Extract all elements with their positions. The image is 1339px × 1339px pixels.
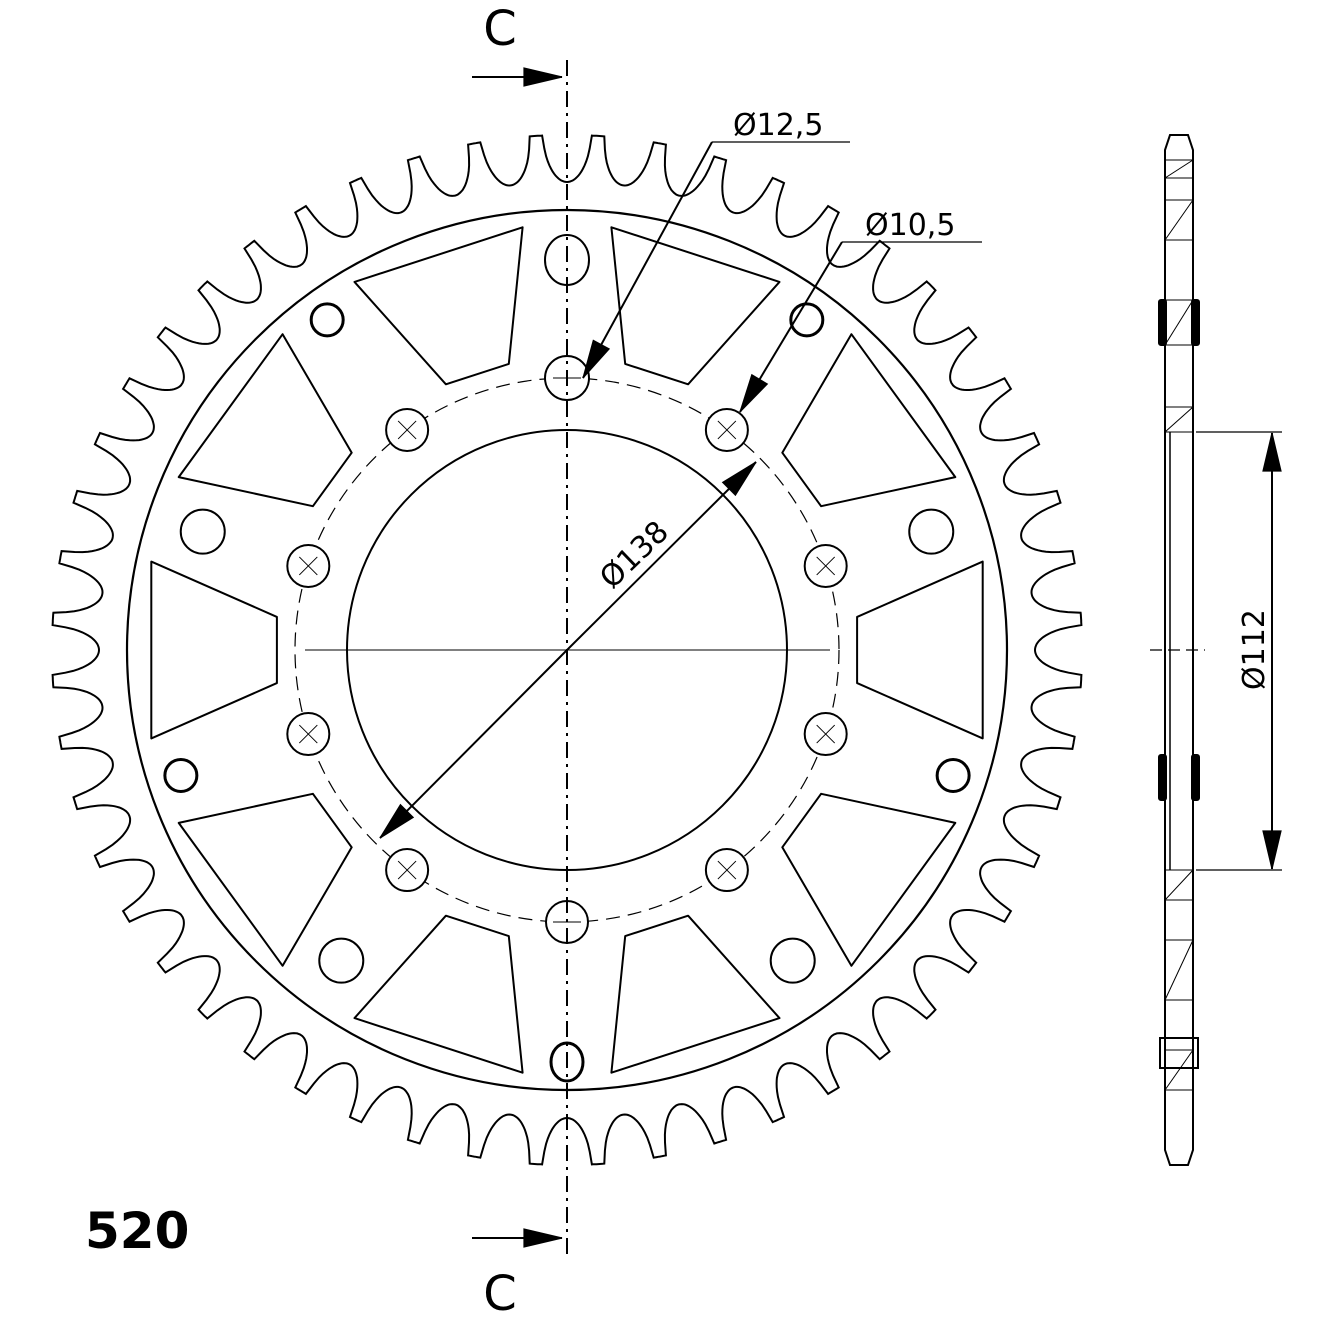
dimensions — [305, 60, 1282, 1255]
mounting-hole — [908, 508, 955, 555]
side-profile — [1164, 134, 1194, 1166]
mounting-hole — [309, 302, 345, 338]
side-hatch — [1164, 299, 1194, 346]
mounting-hole — [163, 757, 199, 793]
bolt-hole-cross — [816, 724, 836, 744]
section-arrow-top-head — [523, 67, 563, 87]
bore-arrow-bottom-head — [1262, 830, 1282, 870]
bolt-hole-cross — [717, 420, 737, 440]
lightening-window — [177, 333, 353, 508]
lightening-window — [610, 914, 781, 1074]
small-hole-leader-arrow-head — [739, 373, 769, 413]
bolt-hole-cross — [397, 860, 417, 880]
lightening-window — [353, 914, 524, 1074]
lightening-window — [610, 226, 781, 386]
lightening-window — [781, 792, 957, 967]
mounting-hole — [769, 937, 816, 984]
bore-dimension: Ø112 — [1237, 609, 1272, 690]
mounting-hole — [935, 757, 971, 793]
bolt-circle-arrow-1-head — [721, 461, 757, 497]
side-bolt-nut — [1191, 299, 1200, 346]
side-hatch — [1164, 199, 1194, 241]
side-fastener — [1159, 1037, 1199, 1069]
bolt-hole-cross — [717, 860, 737, 880]
bolt-hole-cross — [816, 556, 836, 576]
mounting-hole — [179, 508, 226, 555]
bolt-hole-leader-arrow — [582, 141, 713, 379]
bolt-hole-dimension: Ø12,5 — [733, 108, 823, 143]
mounting-hole — [789, 302, 825, 338]
side-bolt-nut — [1191, 754, 1200, 801]
side-hatch — [1164, 939, 1194, 1001]
bolt-hole-cross — [397, 420, 417, 440]
side-hatch — [1164, 159, 1194, 179]
bolt-hole-cross — [298, 556, 318, 576]
lightening-window — [177, 792, 353, 967]
section-arrow-bottom-head — [523, 1228, 563, 1248]
mounting-hole — [318, 937, 365, 984]
bolt-hole-cross — [298, 724, 318, 744]
side-hatch — [1164, 1049, 1194, 1091]
chain-pitch-label: 520 — [85, 1202, 189, 1260]
section-label-top: C — [483, 1, 517, 57]
bolt-circle-arrow-1 — [566, 461, 757, 651]
small-hole-dimension: Ø10,5 — [865, 208, 955, 243]
side-bolt-head — [1158, 754, 1167, 801]
section-label-bottom: C — [483, 1266, 517, 1322]
lightening-window — [781, 333, 957, 508]
bolt-circle-arrow-2-head — [379, 803, 415, 839]
bolt-circle-arrow-2 — [379, 649, 568, 839]
side-view — [1158, 134, 1200, 1166]
bore-arrow-top-head — [1262, 432, 1282, 472]
side-hatch — [1164, 406, 1194, 433]
lightening-window — [353, 226, 524, 386]
side-bolt-head — [1158, 299, 1167, 346]
side-hatch — [1164, 869, 1194, 901]
lightening-window — [150, 560, 278, 740]
lightening-window — [856, 560, 984, 740]
bolt-hole-leader-arrow-head — [582, 339, 611, 379]
